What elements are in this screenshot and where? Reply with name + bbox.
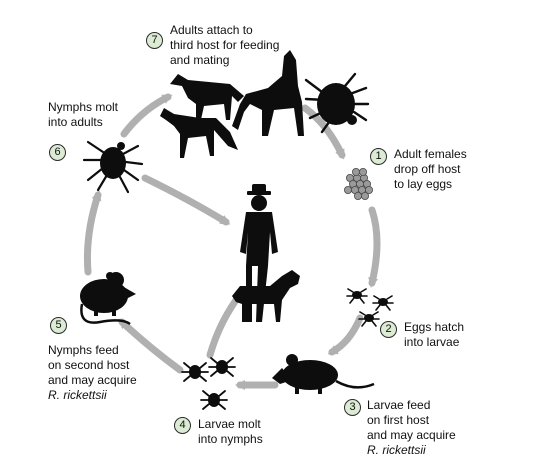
step-7-line-3: and mating: [170, 53, 230, 67]
mouse-icon: [80, 272, 136, 326]
arrow-nymph-to-human: [141, 174, 231, 226]
step-5-line-1: Nymphs feed: [48, 343, 119, 357]
step-6-line-2: into adults: [48, 115, 103, 129]
larvae-icon: [346, 288, 394, 327]
step-5-line-2: on second host: [48, 358, 130, 372]
step-badge-7: 7: [146, 32, 163, 49]
fox-icon: [160, 108, 238, 158]
step-5-label: Nymphs feed on second host and may acqui…: [48, 343, 137, 403]
arrow-nymph-to-host: [120, 93, 173, 138]
step-2-line-1: Eggs hatch: [404, 320, 465, 334]
step-badge-6: 6: [49, 144, 66, 161]
step-7-line-1: Adults attach to: [170, 23, 253, 37]
step-3-label: Larvae feed on first host and may acquir…: [367, 398, 456, 458]
wolf-icon: [232, 50, 304, 136]
step-4-line-1: Larvae molt: [198, 417, 261, 431]
arrow-mouse-to-nymph: [83, 190, 102, 276]
step-2-label: Eggs hatch into larvae: [404, 320, 464, 350]
step-1-label: Adult females drop off host to lay eggs: [394, 147, 467, 192]
step-7-label: Adults attach to third host for feeding …: [170, 23, 279, 68]
step-6-line-1: Nymphs molt: [48, 100, 119, 114]
arrow-molt-to-mouse: [118, 318, 184, 374]
step-5-pathogen: R. rickettsii: [48, 388, 107, 402]
step-2-line-2: into larvae: [404, 335, 460, 349]
larvae-nymphs-icon: [181, 357, 236, 410]
step-7-line-2: third host for feeding: [170, 38, 280, 52]
step-3-line-1: Larvae feed: [367, 398, 431, 412]
step-badge-2: 2: [380, 321, 397, 338]
egg-cluster-icon: [343, 167, 373, 200]
coyote-icon: [170, 74, 244, 124]
nymph-tick-icon: [82, 140, 144, 194]
step-1-line-1: Adult females: [394, 147, 467, 161]
step-badge-1: 1: [370, 148, 387, 165]
step-4-line-2: into nymphs: [198, 432, 263, 446]
step-1-line-2: drop off host: [394, 162, 461, 176]
step-badge-3: 3: [344, 399, 361, 416]
adult-tick-icon: [304, 72, 370, 134]
step-5-line-3: and may acquire: [48, 373, 137, 387]
step-3-pathogen: R. rickettsii: [367, 443, 426, 457]
step-6-label: Nymphs molt into adults: [48, 100, 118, 130]
step-badge-4: 4: [174, 417, 191, 434]
rat-icon: [272, 354, 375, 394]
step-badge-5: 5: [50, 317, 67, 334]
dog-icon: [232, 270, 300, 322]
step-3-line-2: on first host: [367, 413, 430, 427]
step-3-line-3: and may acquire: [367, 428, 456, 442]
step-4-label: Larvae molt into nymphs: [198, 417, 263, 447]
step-1-line-3: to lay eggs: [394, 177, 453, 191]
arrow-eggs-to-larvae: [368, 206, 381, 288]
arrow-larvae-to-rat: [327, 314, 364, 356]
